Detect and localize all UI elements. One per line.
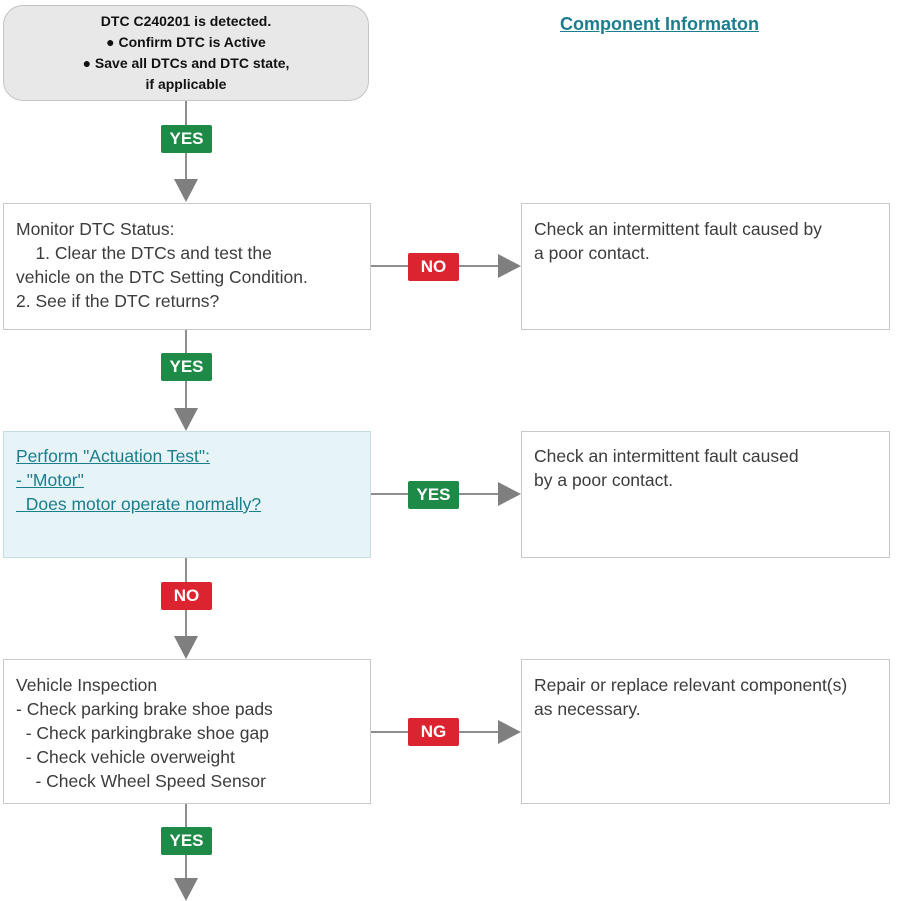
arrow-right-icon	[498, 720, 521, 744]
step3-line-5: - Check Wheel Speed Sensor	[16, 771, 266, 791]
result2-line-2: by a poor contact.	[534, 470, 674, 490]
intermittent-fault-box-1: Check an intermittent fault caused by a …	[521, 203, 890, 330]
vehicle-inspection-box: Vehicle Inspection - Check parking brake…	[3, 659, 371, 804]
actuation-test-box[interactable]: Perform "Actuation Test": - "Motor" Does…	[3, 431, 371, 558]
step1-line-2: 1. Clear the DTCs and test the	[16, 243, 272, 263]
monitor-dtc-status-box: Monitor DTC Status: 1. Clear the DTCs an…	[3, 203, 371, 330]
result3-line-1: Repair or replace relevant component(s)	[534, 675, 848, 695]
result3-line-2: as necessary.	[534, 699, 641, 719]
step3-line-2: - Check parking brake shoe pads	[16, 699, 273, 719]
result1-line-2: a poor contact.	[534, 243, 650, 263]
start-line-1: DTC C240201 is detected.	[100, 13, 272, 29]
intermittent-fault-box-2: Check an intermittent fault caused by a …	[521, 431, 890, 558]
actuation-test-link[interactable]: Perform "Actuation Test":	[16, 446, 210, 466]
step1-line-4: 2. See if the DTC returns?	[16, 291, 220, 311]
yes-badge-step1: YES	[161, 353, 212, 381]
motor-link[interactable]: - "Motor"	[16, 470, 84, 490]
result1-line-1: Check an intermittent fault caused by	[534, 219, 822, 239]
no-badge-step2: NO	[161, 582, 212, 610]
step3-line-3: - Check parkingbrake shoe gap	[16, 723, 269, 743]
start-line-2: ● Confirm DTC is Active	[106, 34, 266, 50]
arrow-down-icon	[174, 878, 198, 901]
step3-line-1: Vehicle Inspection	[16, 675, 158, 695]
start-line-4: if applicable	[145, 76, 227, 92]
start-line-3: ● Save all DTCs and DTC state,	[82, 55, 290, 71]
arrow-down-icon	[174, 636, 198, 659]
arrow-right-icon	[498, 482, 521, 506]
arrow-down-icon	[174, 179, 198, 202]
step3-line-4: - Check vehicle overweight	[16, 747, 235, 767]
arrow-right-icon	[498, 254, 521, 278]
yes-badge-start: YES	[161, 125, 212, 153]
motor-operate-link[interactable]: Does motor operate normally?	[16, 494, 262, 514]
start-node: DTC C240201 is detected. ● Confirm DTC i…	[3, 5, 369, 101]
component-information-link[interactable]: Component Informaton	[560, 14, 759, 34]
repair-replace-box: Repair or replace relevant component(s) …	[521, 659, 890, 804]
ng-badge-step3: NG	[408, 718, 459, 746]
arrow-down-icon	[174, 408, 198, 431]
yes-badge-step2: YES	[408, 481, 459, 509]
no-badge-step1: NO	[408, 253, 459, 281]
result2-line-1: Check an intermittent fault caused	[534, 446, 799, 466]
step1-line-1: Monitor DTC Status:	[16, 219, 175, 239]
step1-line-3: vehicle on the DTC Setting Condition.	[16, 267, 308, 287]
yes-badge-step3: YES	[161, 827, 212, 855]
